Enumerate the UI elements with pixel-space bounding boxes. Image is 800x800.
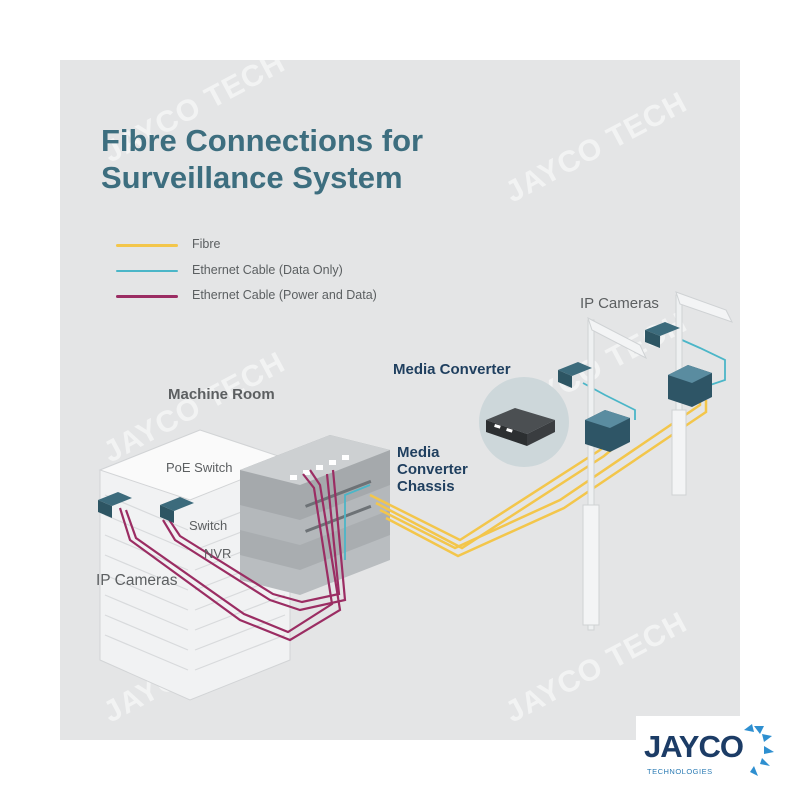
- media-converter-callout: [479, 377, 569, 467]
- logo-wordmark: JAYCO: [644, 729, 744, 764]
- ethernet-power-cables: [118, 469, 347, 642]
- camera-icon: [645, 322, 680, 348]
- machine-room-label: Machine Room: [168, 386, 275, 403]
- legend-label: Ethernet Cable (Power and Data): [192, 288, 377, 302]
- legend-swatch: [116, 295, 178, 298]
- camera-icon: [558, 362, 592, 388]
- switch-label: Switch: [189, 518, 228, 533]
- diagram-title: Fibre Connections for Surveillance Syste…: [101, 122, 521, 196]
- media-converter-label: Media Converter: [393, 361, 511, 378]
- device-rack: [240, 435, 390, 595]
- legend-swatch: [116, 269, 178, 272]
- legend-label: Fibre: [192, 237, 221, 251]
- camera-icon: [98, 492, 132, 518]
- title-line-1: Fibre Connections for: [101, 123, 424, 158]
- logo-sunburst-icon: [744, 724, 774, 776]
- chassis-label-line-1: Media: [397, 444, 440, 461]
- chassis-label-line-3: Chassis: [397, 478, 455, 495]
- ip-cameras-left-label: IP Cameras: [96, 572, 178, 589]
- poe-switch-label: PoE Switch: [166, 460, 233, 475]
- nvr-label: NVR: [204, 546, 232, 561]
- camera-icon: [160, 497, 194, 523]
- legend-swatch: [116, 244, 178, 247]
- camera-poles: [582, 291, 733, 631]
- logo-tagline: TECHNOLOGIES: [647, 767, 713, 776]
- ip-cameras-right-label: IP Cameras: [580, 295, 659, 312]
- pole-media-converters: [585, 365, 712, 452]
- legend-label: Ethernet Cable (Data Only): [192, 262, 343, 277]
- title-line-2: Surveillance System: [101, 160, 403, 195]
- chassis-label-line-2: Converter: [397, 461, 468, 478]
- jayco-logo: JAYCO TECHNOLOGIES: [636, 716, 800, 800]
